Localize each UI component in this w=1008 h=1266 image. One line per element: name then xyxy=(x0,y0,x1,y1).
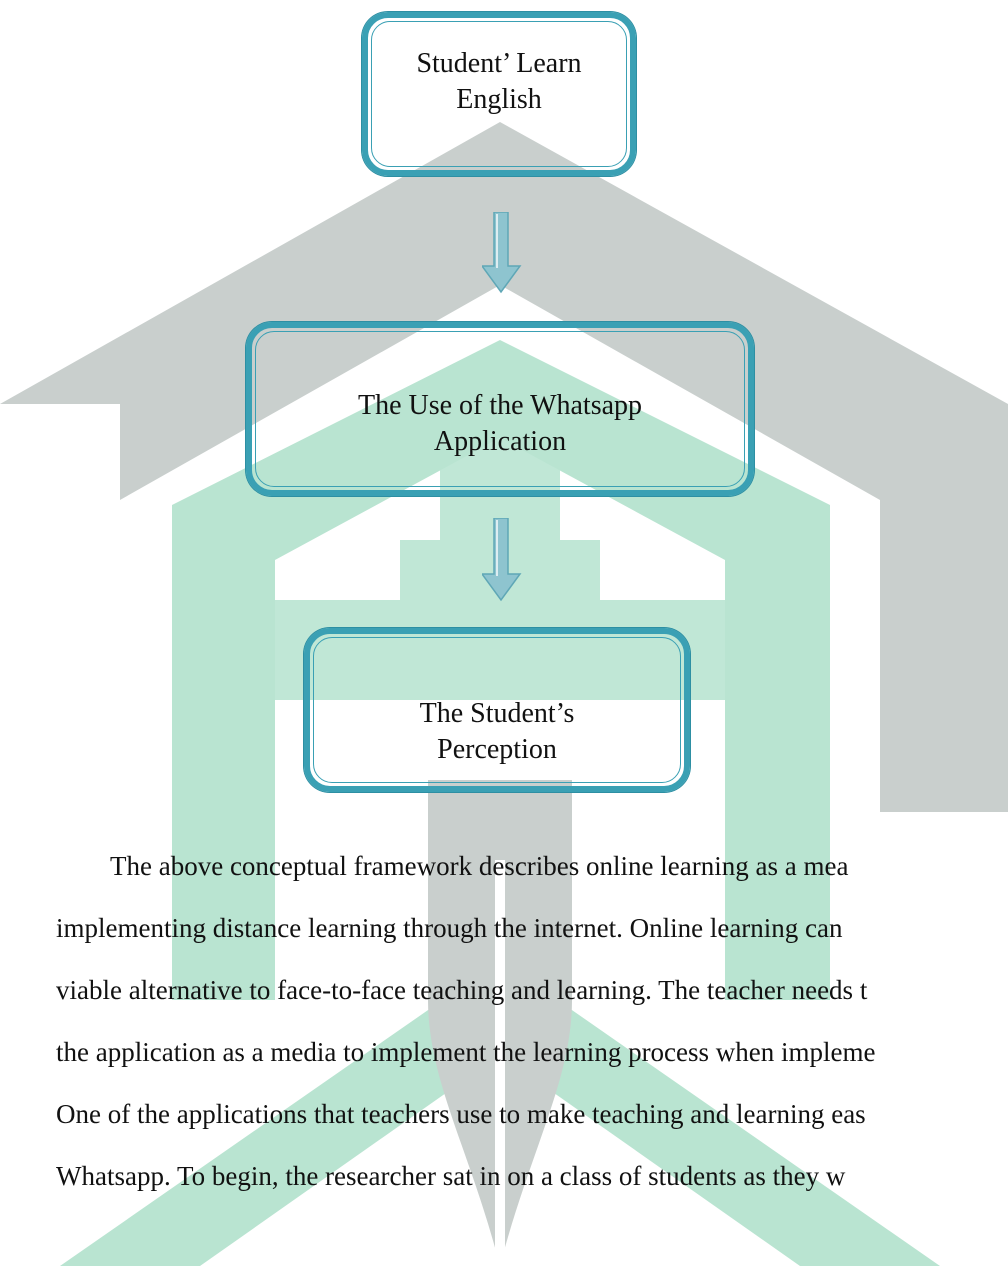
paragraph-line: The above conceptual framework describes… xyxy=(56,851,849,881)
watermark-green-chevron xyxy=(60,960,940,1266)
arrow-down-icon xyxy=(482,212,522,294)
watermark-green-arch xyxy=(172,340,830,1000)
node-line: English xyxy=(456,84,542,115)
node-student-learn-english: Student’ Learn English xyxy=(362,12,636,176)
watermark-gray-roof xyxy=(0,122,1008,812)
node-line: Perception xyxy=(437,734,557,765)
node-use-of-whatsapp-application: The Use of the Whatsapp Application xyxy=(246,322,754,496)
node-line: Student’ Learn xyxy=(416,48,582,79)
paragraph-line: viable alternative to face-to-face teach… xyxy=(56,975,868,1005)
body-paragraph: The above conceptual framework describes… xyxy=(56,846,1008,1218)
arrow-down-icon xyxy=(482,518,522,602)
paragraph-line: One of the applications that teachers us… xyxy=(56,1099,866,1129)
node-student-perception: The Student’s Perception xyxy=(304,628,690,792)
paragraph-line: implementing distance learning through t… xyxy=(56,913,843,943)
paragraph-line: the application as a media to implement … xyxy=(56,1037,876,1067)
node-line: Application xyxy=(433,426,567,457)
node-line: The Student’s xyxy=(419,698,575,729)
paragraph-line: Whatsapp. To begin, the researcher sat i… xyxy=(56,1161,846,1191)
node-line: The Use of the Whatsapp xyxy=(357,390,643,421)
